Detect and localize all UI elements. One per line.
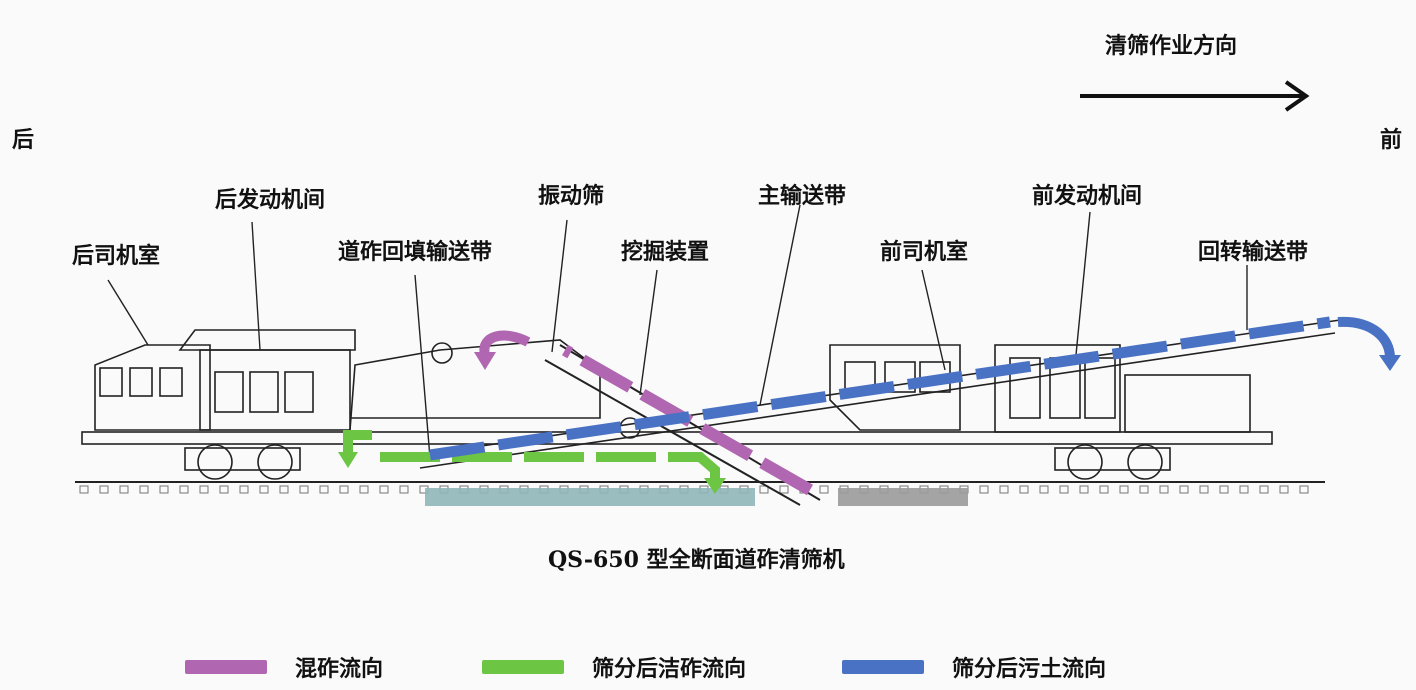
sleeper xyxy=(99,485,109,494)
legend-swatch-mixed xyxy=(185,660,267,674)
slewing-conveyor-label: 回转输送带 xyxy=(1198,240,1309,265)
sleeper xyxy=(319,485,329,494)
track xyxy=(75,481,1325,506)
legend-dirty-spoil: 筛分后污土流向 xyxy=(842,650,1106,684)
mixed-ballast-flow xyxy=(474,330,813,496)
sleeper xyxy=(279,485,289,494)
front-cab-label: 前司机室 xyxy=(880,240,969,265)
sleeper xyxy=(1039,485,1049,494)
sleeper xyxy=(1179,485,1189,494)
excavation-device-label: 挖掘装置 xyxy=(621,240,710,265)
sleeper xyxy=(239,485,249,494)
sleeper xyxy=(1099,485,1109,494)
sleeper xyxy=(779,485,789,494)
sleeper xyxy=(1239,485,1249,494)
sleeper xyxy=(1259,485,1269,494)
sleeper xyxy=(399,485,409,494)
sleeper xyxy=(1139,485,1149,494)
sleeper xyxy=(299,485,309,494)
main-conveyor-label: 主输送带 xyxy=(758,184,847,209)
legend-label-clean: 筛分后洁砟流向 xyxy=(592,657,747,682)
legend-clean-ballast: 筛分后洁砟流向 xyxy=(482,650,746,684)
ballast-return-conveyor-label: 道砟回填输送带 xyxy=(338,240,493,265)
direction-arrow xyxy=(1080,80,1310,112)
legend-label-dirty: 筛分后污土流向 xyxy=(952,657,1107,682)
rear-label: 后 xyxy=(12,128,35,153)
leader-lines xyxy=(107,204,1248,459)
sleeper xyxy=(79,485,89,494)
sleeper xyxy=(179,485,189,494)
sleeper xyxy=(259,485,269,494)
sleeper xyxy=(379,485,389,494)
sleeper xyxy=(979,485,989,494)
sleeper xyxy=(1119,485,1129,494)
sleeper xyxy=(139,485,149,494)
sleeper xyxy=(1219,485,1229,494)
sleeper xyxy=(1019,485,1029,494)
sleeper xyxy=(819,485,829,494)
front-label: 前 xyxy=(1380,128,1403,153)
sleeper xyxy=(119,485,129,494)
vibrating-screen-label: 振动筛 xyxy=(538,184,605,209)
sleeper xyxy=(1159,485,1169,494)
ballast-bed-dirty xyxy=(838,488,968,506)
diagram-caption: QS-650 型全断面道砟清筛机 xyxy=(548,547,845,573)
legend-swatch-clean xyxy=(482,660,564,674)
sleeper xyxy=(1299,485,1309,494)
sleeper xyxy=(359,485,369,494)
sleeper xyxy=(1079,485,1089,494)
rear-engine-room-label: 后发动机间 xyxy=(215,188,326,213)
sleeper xyxy=(219,485,229,494)
sleeper xyxy=(199,485,209,494)
legend-label-mixed: 混砟流向 xyxy=(295,657,384,682)
front-engine-room-label: 前发动机间 xyxy=(1032,184,1143,209)
sleeper xyxy=(159,485,169,494)
sleeper xyxy=(759,485,769,494)
sleeper xyxy=(999,485,1009,494)
ballast-bed-clean xyxy=(425,488,755,506)
sleeper xyxy=(1059,485,1069,494)
sleeper xyxy=(1199,485,1209,494)
rear-cab-label: 后司机室 xyxy=(72,244,161,269)
dirty-spoil-flow xyxy=(429,316,1401,461)
legend-swatch-dirty xyxy=(842,660,924,674)
sleeper xyxy=(339,485,349,494)
work-direction-label: 清筛作业方向 xyxy=(1105,34,1238,59)
clean-ballast-flow xyxy=(338,430,726,494)
sleeper xyxy=(1279,485,1289,494)
legend-mixed-ballast: 混砟流向 xyxy=(185,650,383,684)
